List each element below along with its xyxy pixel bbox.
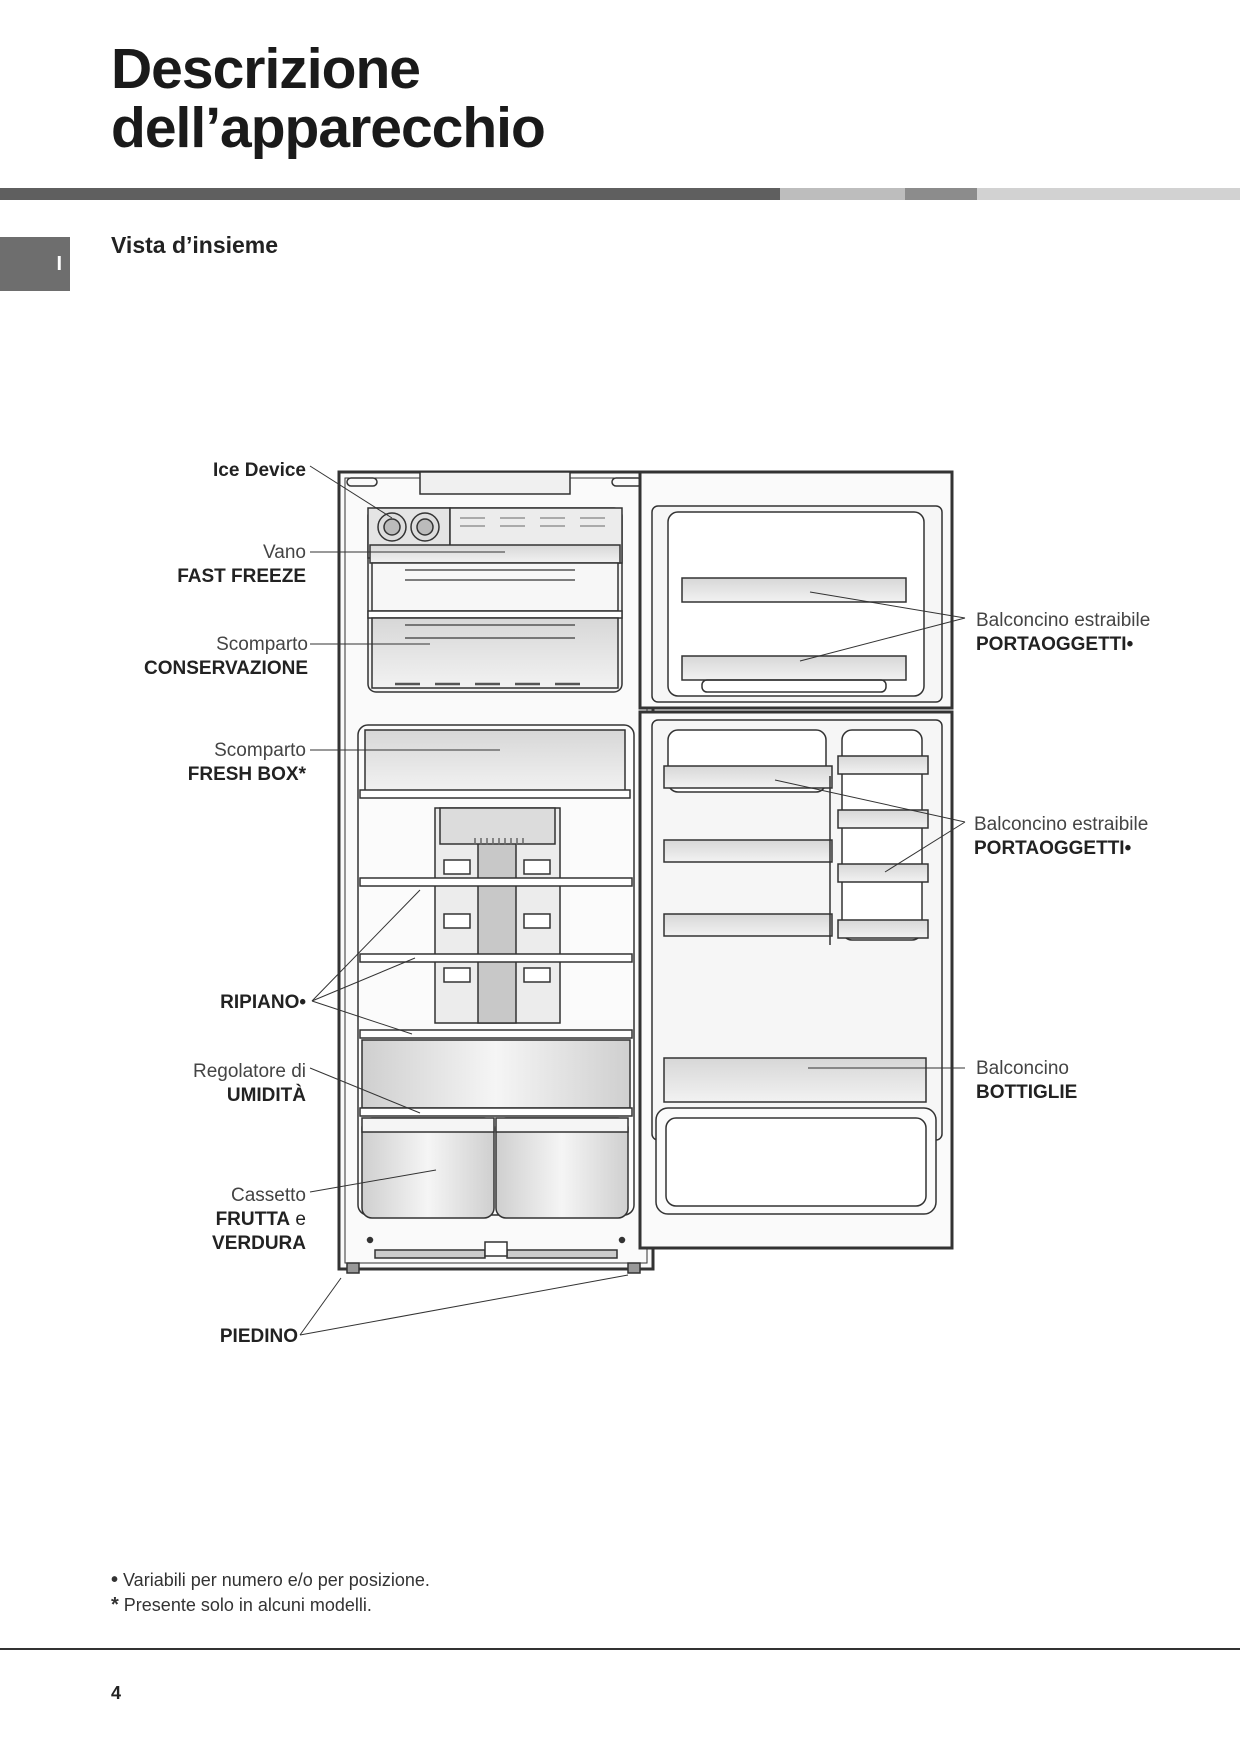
- leader-piedino-1: [299, 1277, 342, 1336]
- label-umidita: Regolatore di UMIDITÀ: [192, 1061, 306, 1106]
- page-number: 4: [111, 1683, 122, 1703]
- leader-balconcino-top-1: [809, 591, 966, 619]
- leader-cassetto: [309, 1169, 437, 1193]
- language-tab: I: [0, 237, 70, 291]
- door-interior: [638, 470, 954, 1250]
- footnote-variabili: • Variabili per numero e/o per posizione…: [111, 1569, 430, 1591]
- header-bar-segment-mid: [905, 188, 977, 200]
- section-subtitle: Vista d’insieme: [111, 232, 279, 258]
- label-conservazione: Scomparto CONSERVAZIONE: [144, 634, 308, 679]
- label-cassetto-e: e: [290, 1209, 306, 1230]
- footnote-presente: * Presente solo in alcuni modelli.: [111, 1594, 372, 1616]
- leader-balconcino-top-2: [799, 617, 966, 662]
- label-balconcino-top: Balconcino estraibile PORTAOGGETTI•: [976, 610, 1151, 655]
- footer-rule: [0, 1648, 1240, 1650]
- leader-ice-device: [309, 465, 393, 519]
- label-ripiano: RIPIANO•: [220, 992, 306, 1013]
- label-fast-freeze: Vano FAST FREEZE: [177, 542, 306, 587]
- fridge-cabinet: [337, 470, 671, 1274]
- leader-piedino-2: [299, 1274, 629, 1336]
- leader-umidita: [309, 1067, 421, 1114]
- title-line-1: Descrizione: [111, 37, 421, 101]
- leader-lines: [299, 465, 966, 1336]
- leader-ripiano-1: [311, 889, 421, 1002]
- page-title: Descrizione dell’apparecchio: [111, 37, 546, 160]
- label-balconcino-mid: Balconcino estraibile PORTAOGGETTI•: [974, 814, 1149, 859]
- footnotes: • Variabili per numero e/o per posizione…: [111, 1568, 430, 1618]
- leader-ripiano-2: [311, 957, 416, 1002]
- title-line-2: dell’apparecchio: [111, 96, 546, 160]
- label-piedino: PIEDINO: [219, 1326, 298, 1347]
- label-cassetto-frutta: FRUTTA: [215, 1209, 291, 1230]
- label-ice-device: Ice Device: [213, 460, 306, 481]
- leader-balconcino-mid-1: [774, 779, 966, 823]
- header-bar-segment-dark: [0, 188, 780, 200]
- leader-ripiano-3: [311, 1000, 413, 1035]
- label-bottiglie: Balconcino BOTTIGLIE: [976, 1058, 1078, 1103]
- label-fresh-box: Scomparto FRESH BOX*: [187, 740, 306, 785]
- leader-balconcino-mid-2: [884, 821, 966, 873]
- header-bar-segment-pale: [977, 188, 1240, 200]
- label-cassetto: Cassetto FRUTTA e VERDURA: [212, 1185, 306, 1254]
- header-bar-segment-light: [780, 188, 905, 200]
